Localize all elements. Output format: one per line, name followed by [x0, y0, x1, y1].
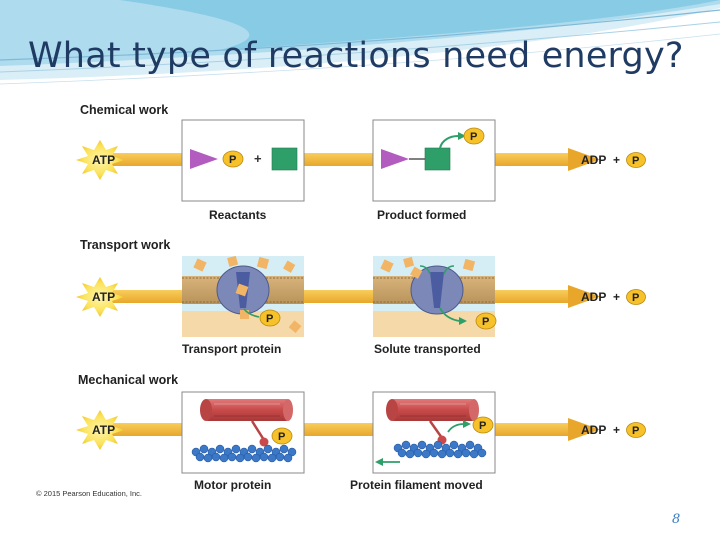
motor-protein-caption: Motor protein: [194, 478, 271, 492]
adp-phosphate-bubble-3: [626, 422, 646, 438]
released-phosphate-label: P: [470, 131, 477, 143]
swoosh-line-3: [0, 33, 720, 85]
solute-transported-box: [373, 256, 495, 337]
energy-arrowhead-2: [568, 285, 600, 308]
transport-protein-caption: Transport protein: [182, 342, 281, 356]
energy-arrow-3: [110, 423, 570, 436]
slide-number: 8: [672, 512, 681, 527]
phosphate-label: P: [229, 154, 236, 166]
swoosh-line-2: [0, 21, 720, 73]
adp-phosphate-bubble-2: [626, 289, 646, 305]
adp-phosphate-bubble-1: [626, 152, 646, 168]
adp-phosphate-label-3: P: [632, 425, 639, 437]
adp-plus-1: +: [613, 153, 620, 167]
filament-moved-box: [372, 391, 496, 474]
energy-coupling-figure: Chemical work ATP P + Reactants P Produc…: [36, 103, 646, 498]
copyright-notice: © 2015 Pearson Education, Inc.: [36, 489, 142, 498]
solute-phosphate-bubble: [475, 312, 497, 330]
atp-burst-1: [76, 140, 124, 180]
transport-phosphate-bubble: [259, 309, 281, 327]
heading-chemical-work: Chemical work: [80, 103, 168, 117]
atp-burst-3: [76, 410, 124, 450]
energy-arrowhead-3: [568, 418, 600, 441]
energy-arrow-2: [110, 290, 570, 303]
transport-protein-box: [182, 255, 304, 337]
product-formed-caption: Product formed: [377, 208, 466, 222]
solute-transported-caption: Solute transported: [374, 342, 481, 356]
adp-plus-2: +: [613, 290, 620, 304]
swoosh-band-front: [120, 0, 720, 50]
slide-title: What type of reactions need energy?: [28, 36, 684, 76]
released-phosphate-bubble: [463, 127, 485, 145]
motor-phosphate-label: P: [278, 431, 285, 443]
product-triangle: [381, 149, 409, 169]
heading-mechanical-work: Mechanical work: [78, 373, 178, 387]
adp-label-1: ADP: [581, 153, 606, 167]
header-swoosh-decoration: [0, 0, 720, 85]
phosphate-release-arrow: [439, 135, 459, 149]
heading-transport-work: Transport work: [80, 238, 170, 252]
reactant-triangle: [190, 149, 218, 169]
filament-phosphate-label: P: [479, 420, 486, 432]
plus-sign: +: [254, 151, 262, 166]
atp-burst-2: [76, 277, 124, 317]
energy-arrowhead-1: [568, 148, 600, 171]
adp-label-3: ADP: [581, 423, 606, 437]
motor-phosphate-bubble: [271, 427, 293, 445]
phosphate-bubble: [222, 150, 244, 168]
adp-phosphate-label-1: P: [632, 155, 639, 167]
product-square: [424, 147, 451, 171]
adp-label-2: ADP: [581, 290, 606, 304]
filament-phosphate-bubble: [472, 416, 494, 434]
reactants-caption: Reactants: [209, 208, 267, 222]
transport-phosphate-label: P: [266, 313, 273, 325]
atp-label-3: ATP: [92, 423, 115, 437]
atp-label-2: ATP: [92, 290, 115, 304]
energy-arrow-1: [110, 153, 570, 166]
reactant-square: [271, 147, 298, 171]
atp-label-1: ATP: [92, 153, 115, 167]
filament-moved-caption: Protein filament moved: [350, 478, 483, 492]
swoosh-line-1: [0, 9, 720, 61]
adp-plus-3: +: [613, 423, 620, 437]
phosphate-release-arrowhead: [458, 132, 466, 140]
solute-phosphate-label: P: [482, 316, 489, 328]
adp-phosphate-label-2: P: [632, 292, 639, 304]
